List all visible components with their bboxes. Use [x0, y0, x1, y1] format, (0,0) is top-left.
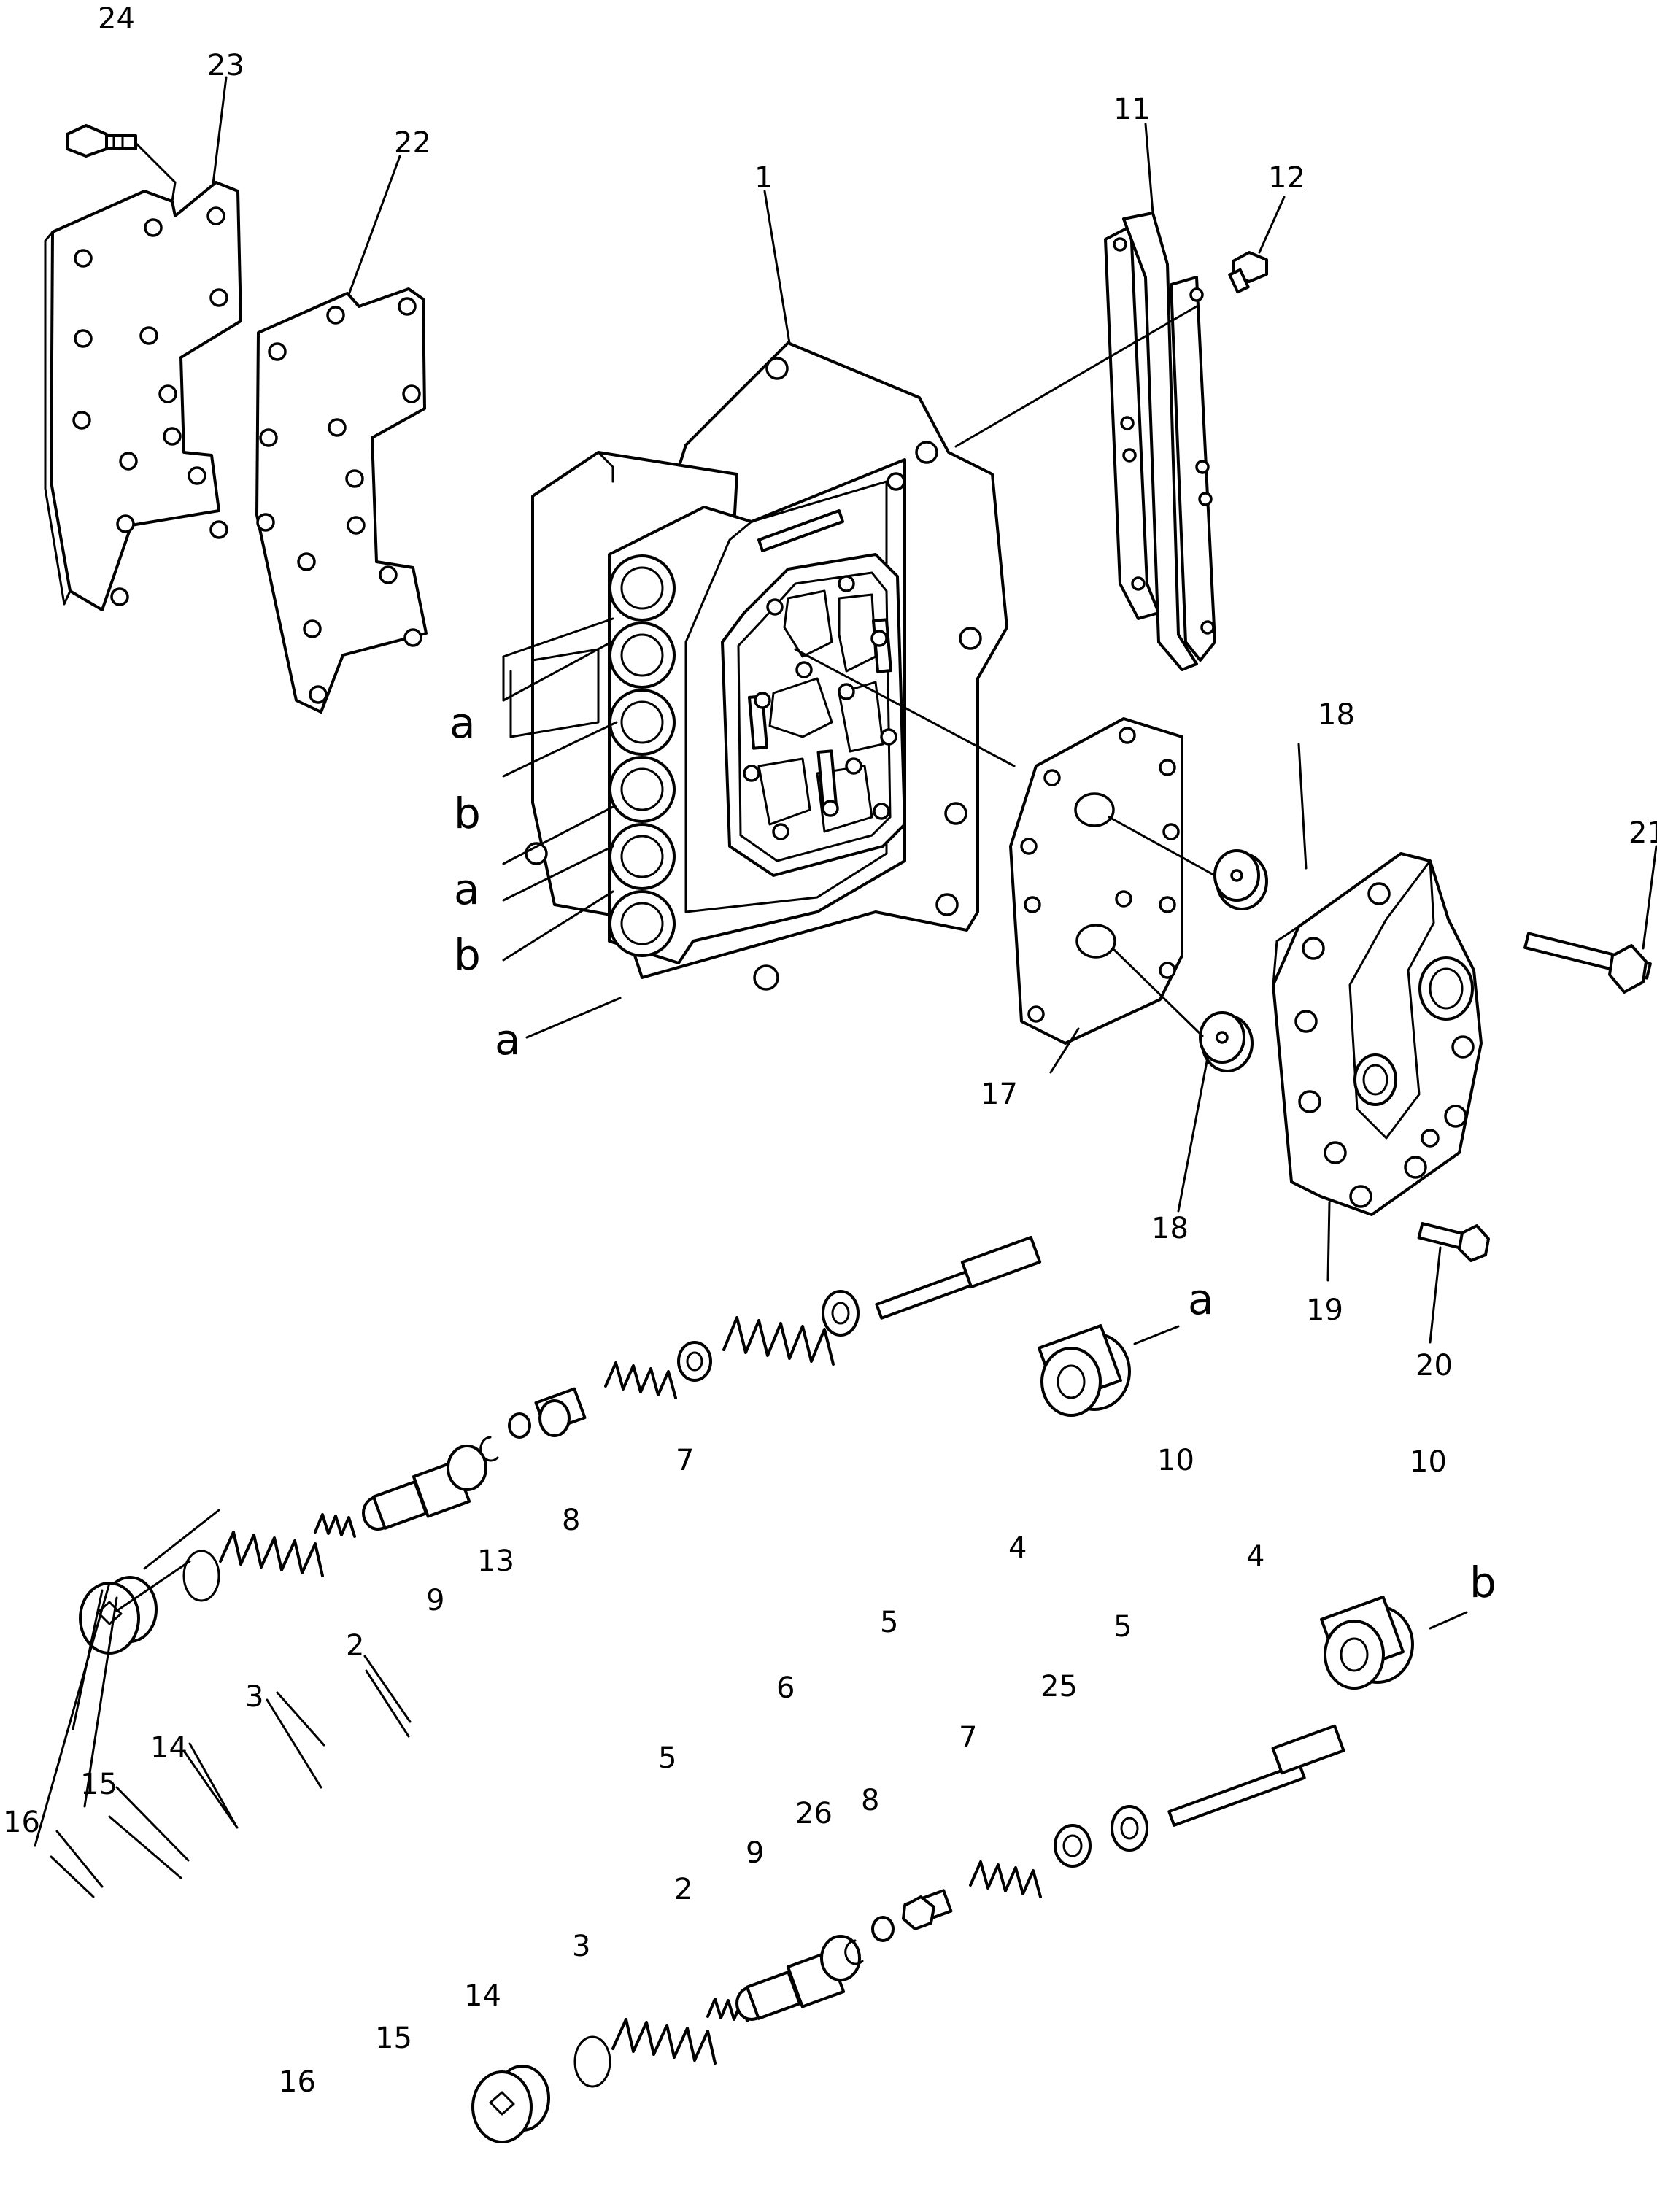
port-label-a-2: a — [454, 865, 480, 914]
callout-21: 21 — [1629, 816, 1657, 850]
spring-7-upper — [604, 1361, 677, 1399]
callout-12: 12 — [1268, 161, 1305, 195]
snap-ring-9-lower — [844, 1939, 864, 1965]
cover-plate-23 — [44, 181, 242, 611]
bolt-24 — [66, 124, 137, 158]
callout-8-lower: 8 — [861, 1784, 880, 1817]
rod-4-lower — [1167, 1724, 1345, 1827]
callout-9-upper: 9 — [426, 1584, 445, 1617]
ring-13 — [508, 1412, 531, 1439]
washer-18-upper — [1213, 849, 1268, 910]
callout-5-upper-right: 5 — [880, 1606, 899, 1639]
callout-19: 19 — [1306, 1293, 1343, 1327]
port-label-a-3: a — [495, 1015, 521, 1064]
spring-7-lower — [969, 1860, 1042, 1898]
callout-10-lower: 10 — [1410, 1445, 1447, 1479]
callout-18-top: 18 — [1318, 698, 1355, 732]
spring-14-lower — [611, 2018, 717, 2065]
spool-2-upper — [362, 1445, 487, 1531]
bolt-20 — [1417, 1222, 1490, 1262]
bolt-21 — [1523, 932, 1652, 994]
port-label-b-2: b — [454, 930, 481, 980]
callout-13: 13 — [477, 1544, 514, 1578]
callout-15-upper: 15 — [80, 1768, 117, 1801]
callout-2-upper: 2 — [346, 1629, 365, 1663]
callout-1: 1 — [754, 161, 773, 195]
plate-17 — [1009, 717, 1183, 1045]
retainer-8-lower — [902, 1889, 953, 1930]
callout-15-lower: 15 — [375, 2022, 412, 2055]
spool-assembly-lower — [471, 1596, 1414, 2143]
port-label-a-1: a — [449, 698, 476, 748]
callout-14-upper: 14 — [150, 1731, 188, 1765]
spool-assembly-upper — [79, 1235, 1131, 1655]
callout-24: 24 — [98, 2, 135, 36]
o-ring-15-upper — [182, 1550, 220, 1602]
snap-ring-9-upper — [479, 1436, 499, 1462]
callout-11: 11 — [1113, 93, 1151, 126]
spring-6 — [722, 1316, 835, 1366]
callout-14-lower: 14 — [464, 1979, 501, 2013]
callout-4-upper: 4 — [1008, 1531, 1027, 1565]
spool-leader-lines — [34, 1509, 220, 1847]
callout-16-lower: 16 — [279, 2065, 316, 2099]
callout-22: 22 — [394, 126, 431, 160]
bushing-25 — [1054, 1824, 1092, 1868]
port-label-a-spool: a — [1188, 1275, 1214, 1324]
callout-2-lower: 2 — [674, 1873, 693, 1906]
valve-body-1 — [509, 341, 1008, 991]
collar-10-upper — [1038, 1324, 1131, 1417]
port-label-b-1: b — [454, 789, 481, 838]
spring-3-upper — [314, 1513, 356, 1538]
plate-11 — [1104, 212, 1216, 671]
callout-4-lower: 4 — [1246, 1540, 1265, 1574]
callout-5-upper-left: 5 — [658, 1741, 677, 1775]
spool-2-lower — [735, 1935, 861, 2021]
callout-6: 6 — [776, 1671, 795, 1705]
rod-4-upper — [875, 1235, 1042, 1320]
spring-14-upper — [219, 1531, 324, 1577]
callout-10-upper: 10 — [1157, 1444, 1194, 1477]
callout-8-upper: 8 — [562, 1504, 581, 1537]
seat-5-lower — [1111, 1805, 1148, 1852]
callout-18-bottom: 18 — [1151, 1212, 1189, 1245]
callout-26: 26 — [795, 1797, 833, 1830]
callout-leaders — [55, 1655, 412, 1888]
gasket-22 — [255, 287, 428, 714]
callout-7-upper: 7 — [676, 1444, 695, 1477]
ring-26 — [871, 1916, 895, 1942]
retainer-8-upper — [534, 1387, 587, 1437]
end-cover-19 — [1272, 852, 1483, 1216]
callout-17: 17 — [981, 1078, 1018, 1111]
callout-20: 20 — [1415, 1349, 1453, 1382]
leader-lines — [171, 76, 1657, 1344]
callout-16-upper: 16 — [3, 1806, 40, 1839]
callout-25: 25 — [1040, 1670, 1078, 1704]
port-label-b-spool: b — [1469, 1558, 1496, 1607]
collar-10-lower — [1320, 1596, 1414, 1690]
callout-3-lower: 3 — [572, 1930, 591, 1963]
seat-5-upper-b — [822, 1290, 860, 1337]
washer-18-lower — [1199, 1011, 1254, 1072]
callout-23: 23 — [207, 49, 244, 82]
plug-16-lower — [471, 2065, 550, 2143]
o-ring-15-lower — [573, 2035, 611, 2088]
callout-5-lower: 5 — [1113, 1610, 1132, 1644]
seat-5-upper-a — [677, 1341, 712, 1382]
callout-9-lower: 9 — [746, 1836, 765, 1870]
callout-3-upper: 3 — [245, 1680, 264, 1714]
callout-7-lower: 7 — [959, 1721, 978, 1755]
port-arrows — [502, 617, 1468, 1630]
spool-callout-leaders — [50, 1669, 410, 1898]
bolt-12 — [1228, 251, 1268, 294]
